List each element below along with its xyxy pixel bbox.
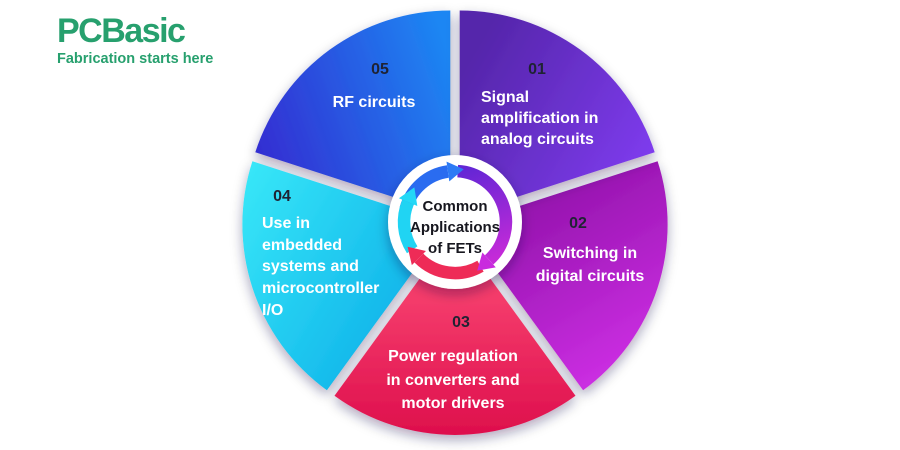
label-line: embedded <box>262 236 343 254</box>
wheel-title-line: Common <box>422 198 488 215</box>
arrowhead-magenta-icon <box>477 252 496 271</box>
label-line: systems and <box>262 258 359 276</box>
label-line: I/O <box>262 301 284 319</box>
label-line: in converters and <box>386 371 520 389</box>
segment-03-number: 03 <box>452 314 470 331</box>
wheel-title-line: Applications <box>409 219 500 236</box>
arrowhead-blue-icon <box>446 161 464 182</box>
wedge-power-regulation <box>334 230 576 435</box>
wheel-title-line: of FETs <box>428 240 482 257</box>
pcbasic-logo: PCBasic Fabrication starts here <box>57 14 213 67</box>
segment-02-number: 02 <box>569 215 587 232</box>
label-line: Power regulation <box>388 348 518 365</box>
arrowhead-cyan-icon <box>398 187 418 207</box>
brand-tagline: Fabrication starts here <box>57 51 214 67</box>
arrowhead-red-icon <box>407 246 426 266</box>
segment-04-number: 04 <box>273 188 291 205</box>
label-line: RF circuits <box>332 94 416 111</box>
wedge-signal-amplification <box>459 10 655 216</box>
label-line: Switching in <box>542 245 638 262</box>
label-line: microcontroller <box>262 280 380 298</box>
cycle-arrowheads <box>398 161 496 271</box>
arrow-arc-purple <box>457 164 513 265</box>
arrow-arc-cyan <box>397 199 418 254</box>
segment-05-label: RF circuits <box>304 92 444 114</box>
segment-01-number: 01 <box>528 61 546 78</box>
segment-05-number: 05 <box>371 61 389 78</box>
label-line: amplification in <box>481 110 599 127</box>
label-line: Use in <box>262 215 311 232</box>
segment-03-label: Power regulation in converters and motor… <box>343 345 563 416</box>
label-line: analog circuits <box>481 131 594 148</box>
arrow-arc-red <box>414 253 484 280</box>
label-line: motor drivers <box>401 395 505 412</box>
segment-04-label: Use in embedded systems and microcontrol… <box>262 213 422 322</box>
wedge-rf-circuits <box>255 10 451 216</box>
label-line: Signal <box>481 89 530 106</box>
cycle-arrows-ring <box>397 164 513 280</box>
wheel-title: Common Applications of FETs <box>385 196 525 259</box>
segment-02-label: Switching in digital circuits <box>505 243 675 288</box>
brand-name: PCBasic <box>57 12 186 50</box>
label-line: digital circuits <box>535 267 645 285</box>
segment-01-label: Signal amplification in analog circuits <box>481 87 661 150</box>
